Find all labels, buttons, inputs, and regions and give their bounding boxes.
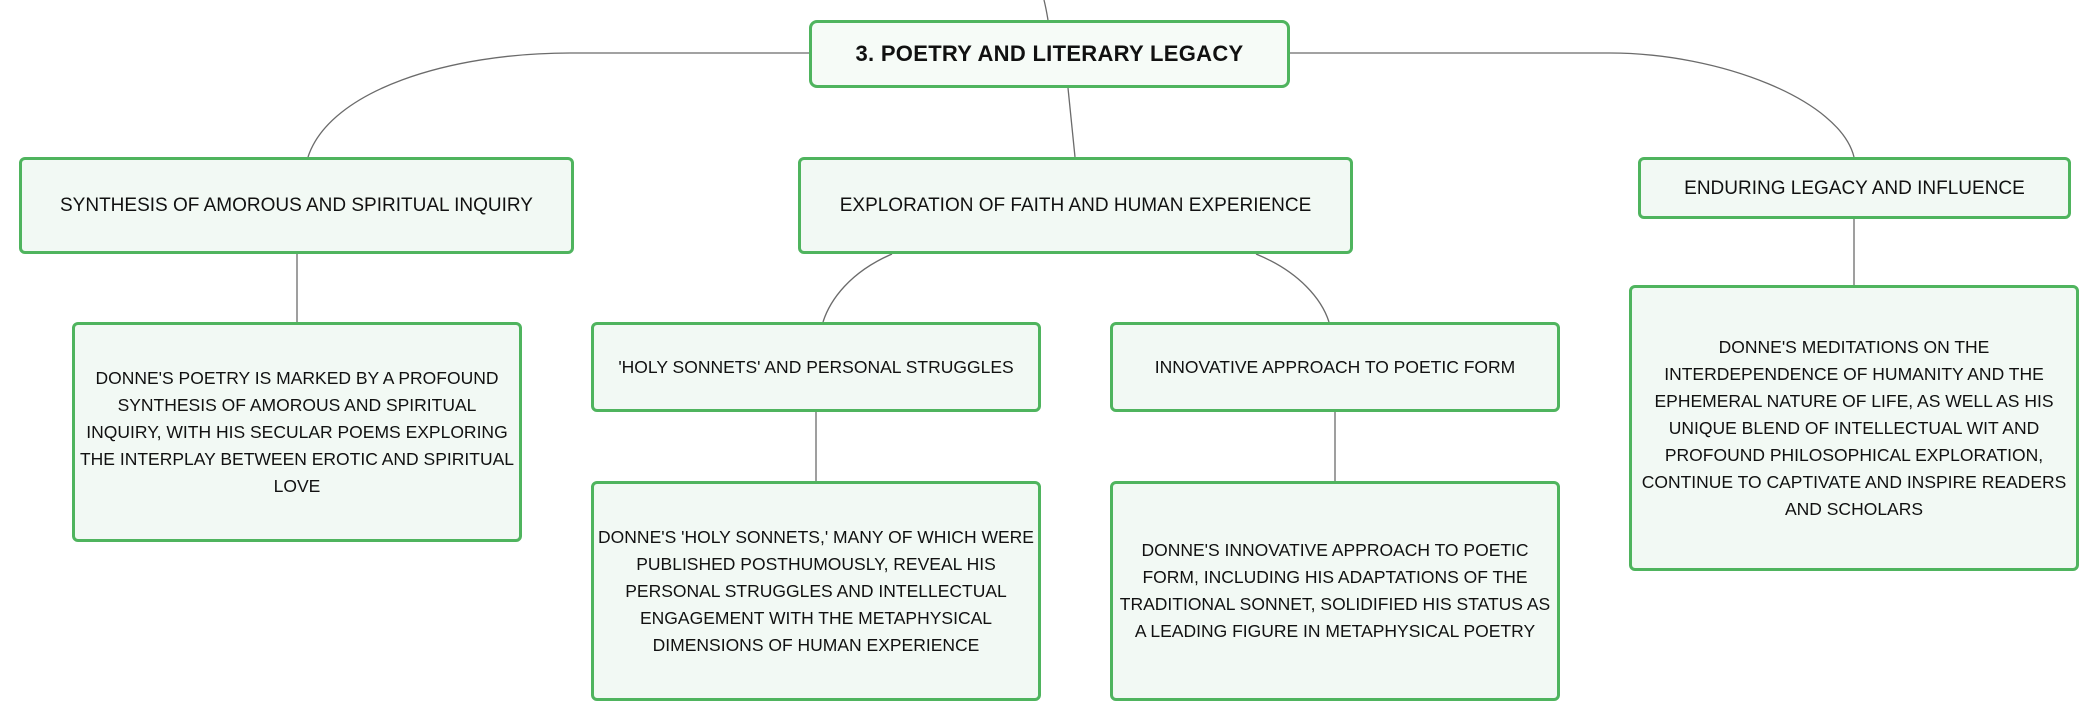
- detail-synthesis-text: DONNE'S POETRY IS MARKED BY A PROFOUND S…: [79, 367, 514, 496]
- topic-synthesis-label: SYNTHESIS OF AMOROUS AND SPIRITUAL INQUI…: [60, 195, 533, 216]
- detail-sonnets-text: DONNE'S 'HOLY SONNETS,' MANY OF WHICH WE…: [598, 526, 1034, 655]
- connector-root-to-synthesis: [307, 52, 809, 158]
- connector-parent-to-root: [1043, 0, 1049, 21]
- topic-legacy-label: ENDURING LEGACY AND INFLUENCE: [1684, 177, 2025, 199]
- topic-faith-node[interactable]: EXPLORATION OF FAITH AND HUMAN EXPERIENC…: [798, 157, 1353, 254]
- detail-synthesis-node[interactable]: DONNE'S POETRY IS MARKED BY A PROFOUND S…: [72, 322, 522, 542]
- root-topic-title: 3. POETRY AND LITERARY LEGACY: [855, 41, 1244, 66]
- subtopic-form-node[interactable]: INNOVATIVE APPROACH TO POETIC FORM: [1110, 322, 1560, 412]
- connector-faith-to-form: [1255, 253, 1330, 323]
- connector-root-to-faith: [1067, 87, 1076, 158]
- root-topic-node[interactable]: 3. POETRY AND LITERARY LEGACY: [809, 20, 1290, 88]
- detail-sonnets-node[interactable]: DONNE'S 'HOLY SONNETS,' MANY OF WHICH WE…: [591, 481, 1041, 701]
- topic-legacy-node[interactable]: ENDURING LEGACY AND INFLUENCE: [1638, 157, 2071, 219]
- topic-synthesis-node[interactable]: SYNTHESIS OF AMOROUS AND SPIRITUAL INQUI…: [19, 157, 574, 254]
- topic-faith-label: EXPLORATION OF FAITH AND HUMAN EXPERIENC…: [839, 195, 1312, 216]
- detail-form-node[interactable]: DONNE'S INNOVATIVE APPROACH TO POETIC FO…: [1110, 481, 1560, 701]
- connector-faith-to-sonnets: [822, 253, 893, 323]
- subtopic-form-label: INNOVATIVE APPROACH TO POETIC FORM: [1154, 356, 1516, 377]
- detail-legacy-node[interactable]: DONNE'S MEDITATIONS ON THE INTERDEPENDEN…: [1629, 285, 2079, 571]
- subtopic-sonnets-node[interactable]: 'HOLY SONNETS' AND PERSONAL STRUGGLES: [591, 322, 1041, 412]
- subtopic-sonnets-label: 'HOLY SONNETS' AND PERSONAL STRUGGLES: [618, 356, 1014, 377]
- connector-root-to-legacy: [1290, 52, 1855, 158]
- detail-legacy-text: DONNE'S MEDITATIONS ON THE INTERDEPENDEN…: [1641, 336, 2067, 519]
- detail-form-text: DONNE'S INNOVATIVE APPROACH TO POETIC FO…: [1119, 540, 1551, 641]
